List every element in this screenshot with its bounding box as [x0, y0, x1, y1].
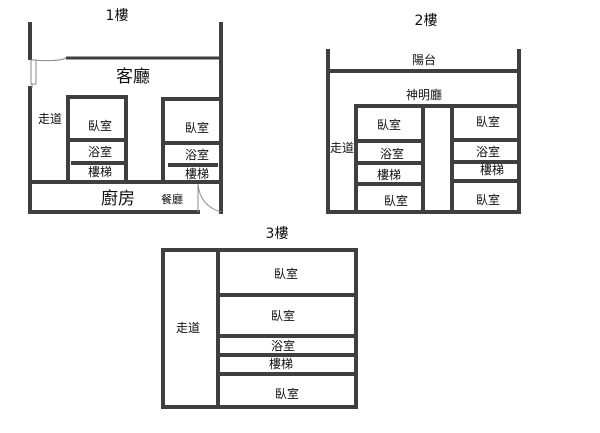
floor-3-corridor-label: 走道 [176, 321, 200, 335]
floor-1-living-room-label: 客廳 [116, 67, 150, 87]
floor-3-bedroom-1-label: 臥室 [274, 266, 298, 281]
floor-1-right-room-walls [161, 97, 223, 184]
floor-1-left-bedroom-label: 臥室 [88, 118, 112, 133]
floor-2-balcony-label: 陽台 [412, 52, 436, 67]
floor-1-right-stairs-label: 樓梯 [185, 166, 209, 181]
floor-1-back-door [197, 183, 222, 213]
floor-3-bedroom-3-label: 臥室 [275, 386, 299, 401]
floor-1-entrance-door [30, 57, 67, 88]
floor-2-bedroom-bottom-left-label: 臥室 [384, 193, 408, 208]
floor-1-dining-label: 餐廳 [161, 192, 183, 206]
floor-1-right-bath-label: 浴室 [185, 147, 209, 162]
floor-1-right-bedroom-label: 臥室 [185, 120, 209, 135]
floor-1-corridor-label: 走道 [38, 112, 62, 126]
floor-2-bedroom-top-left-label: 臥室 [377, 117, 401, 132]
floor-2-stairs-left-label: 樓梯 [377, 167, 401, 182]
floor-2-bedroom-bottom-right-label: 臥室 [476, 192, 500, 207]
floor-1-left-bath-label: 浴室 [88, 144, 112, 159]
floor-1-title: 1樓 [106, 8, 129, 24]
floor-3-plan: 3樓 走道 臥室 臥室 浴室 樓梯 臥室 [161, 226, 358, 409]
floor-2-title: 2樓 [415, 13, 438, 29]
floor-3-outer-wall [161, 248, 358, 409]
floor-2-bath-left-label: 浴室 [380, 146, 404, 161]
floor-3-bath-label: 浴室 [271, 338, 295, 353]
floor-3-title: 3樓 [266, 226, 289, 242]
floor-2-bath-right-label: 浴室 [476, 144, 500, 159]
floor-2-stairs-right-label: 樓梯 [480, 162, 504, 177]
floor-1-plan: 1樓 客廳 走道 臥室 浴室 樓梯 臥室 浴室 [28, 8, 223, 214]
floor-2-plan: 2樓 陽台 神明廳 走道 臥室 浴室 樓梯 臥室 臥室 浴室 樓梯 臥室 [326, 13, 521, 214]
floor-2-shrine-label: 神明廳 [406, 87, 442, 102]
floor-1-kitchen-label: 廚房 [101, 188, 135, 209]
floor-2-bedroom-top-right-label: 臥室 [476, 114, 500, 129]
floor-2-corridor-label: 走道 [330, 141, 354, 155]
floor-1-left-stairs-label: 樓梯 [88, 164, 112, 179]
floor-3-stairs-label: 樓梯 [269, 356, 293, 371]
floor-3-bedroom-2-label: 臥室 [271, 308, 295, 323]
